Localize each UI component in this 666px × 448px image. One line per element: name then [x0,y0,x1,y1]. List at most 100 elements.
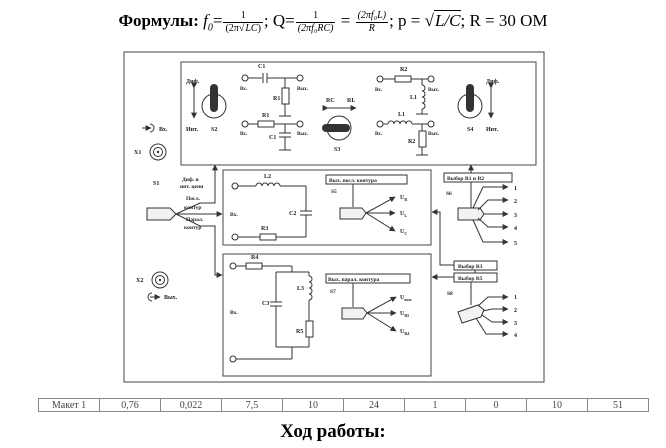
table-cell: 0,022 [160,398,222,412]
rc-int-c-label: C1 [269,135,276,141]
parameters-table: Макет 1 0,76 0,022 7,5 10 24 1 0 10 51 [38,398,649,412]
s7-out-3: UR4 [400,329,409,336]
s6-out-4: 4 [514,226,517,232]
s3-left-label: RC [326,98,335,104]
switch-s3[interactable] [322,105,357,141]
series-circuit [231,182,312,241]
s1-opt2: Посл. [186,196,201,202]
output-icon [147,292,161,302]
table-row: Макет 1 0,76 0,022 7,5 10 24 1 0 10 51 [38,398,649,412]
switch-s1[interactable] [146,207,177,221]
r5-select-box-label: Выбор R5 [458,275,483,282]
rc-int-in-label: Вх. [240,132,248,137]
q-fraction: 1(2πf₀RC) [295,9,336,34]
s5-outputs [365,196,396,232]
rc-diff-c-label: C1 [258,64,265,70]
r3-select-box-label: Выбор R3 [458,263,483,270]
series-in-label: Вх. [230,212,238,218]
rl-int-out-label: Вых. [428,132,440,137]
switch-s7[interactable] [341,283,368,320]
s5-out-1: UR [400,195,407,202]
outer-frame [123,51,545,383]
series-output-box [325,174,408,185]
s8-out-2: 2 [514,308,517,314]
parallel-circuit [229,262,314,363]
series-r-label: R3 [261,226,268,232]
s5-label: S5 [331,189,337,195]
series-output-box-label: Вых. посл. контура [329,178,377,184]
s6-select-box-label: Выбор R1 и R2 [447,175,484,182]
series-c-label: C2 [289,211,296,217]
s5-out-3: UC [400,229,407,236]
rl-diff-r-label: R2 [400,67,407,73]
formula-label: Формулы: [118,11,199,30]
parallel-output-box [325,273,411,284]
s6-select-box [443,172,513,183]
s1-opt1: Диф. и [182,176,200,183]
rc-int-r-label: R1 [262,113,269,119]
s2-label: S2 [211,127,217,133]
x2-caption: Вых. [164,295,178,301]
parallel-r4-label: R4 [251,255,258,261]
s8-routes [431,209,476,280]
s7-outputs [366,296,397,332]
table-cell: 24 [343,398,405,412]
s4-down-label: Инт. [486,127,499,133]
q-fraction-2: (2πf₀L)R [355,9,389,34]
s6-outputs [472,184,509,245]
s4-label: S4 [467,127,473,133]
rl-diff-l-label: L1 [410,95,417,101]
switch-s4[interactable] [457,82,494,119]
table-cell: 10 [282,398,344,412]
s8-label: S8 [447,291,453,297]
rl-int-circuit [376,120,435,156]
s6-out-1: 1 [514,186,517,192]
s5-out-2: UL [400,211,407,218]
parallel-r5-label: R5 [296,329,303,335]
rc-diff-in-label: Вх. [240,87,248,92]
x2-connector[interactable] [151,271,169,289]
table-cell: 10 [526,398,588,412]
parallel-l-label: L3 [297,286,304,292]
s6-out-5: 5 [514,241,517,247]
series-l-label: L2 [264,174,271,180]
x1-label: X1 [134,150,141,156]
rc-int-circuit [241,120,304,151]
rl-diff-out-label: Вых. [428,88,440,93]
rc-diff-circuit [241,73,304,117]
s6-out-2: 2 [514,199,517,205]
formula-line: Формулы: f0=1(2π√LC); Q=1(2πf₀RC) = (2πf… [118,9,548,34]
rl-int-l-label: L1 [398,112,405,118]
s8-outputs [475,294,509,337]
table-cell: 0,76 [99,398,161,412]
section-heading: Ход работы: [280,421,386,442]
table-cell: 7,5 [221,398,283,412]
s8-out-4: 4 [514,333,517,339]
s4-up-label: Диф. [486,78,500,85]
x1-connector[interactable] [149,143,167,161]
s6-label: S6 [446,191,452,197]
p-sqrt: L/C [433,10,461,30]
table-cell: 0 [465,398,527,412]
parallel-panel [222,253,432,377]
switch-s5[interactable] [339,184,367,220]
s1-opt3: Парал. [186,217,204,223]
rl-diff-in-label: Вх. [375,88,383,93]
switch-s8[interactable] [457,282,485,324]
rl-int-r-label: R2 [408,139,415,145]
switch-s2[interactable] [191,82,227,119]
s6-out-3: 3 [514,213,517,219]
parallel-output-box-label: Вых. парал. контура [328,277,380,283]
s2-down-label: Инт. [186,127,199,133]
series-panel [222,169,432,246]
table-cell: Макет 1 [38,398,100,412]
table-cell: 51 [587,398,649,412]
s7-out-2: UR5 [400,311,409,318]
s1-opt3b: контур [184,225,201,231]
rc-diff-r-label: R1 [273,96,280,102]
table-cell: 1 [404,398,466,412]
s3-label: S3 [334,147,340,153]
parallel-in-label: Вх. [230,310,238,316]
switch-s6[interactable] [457,182,485,221]
